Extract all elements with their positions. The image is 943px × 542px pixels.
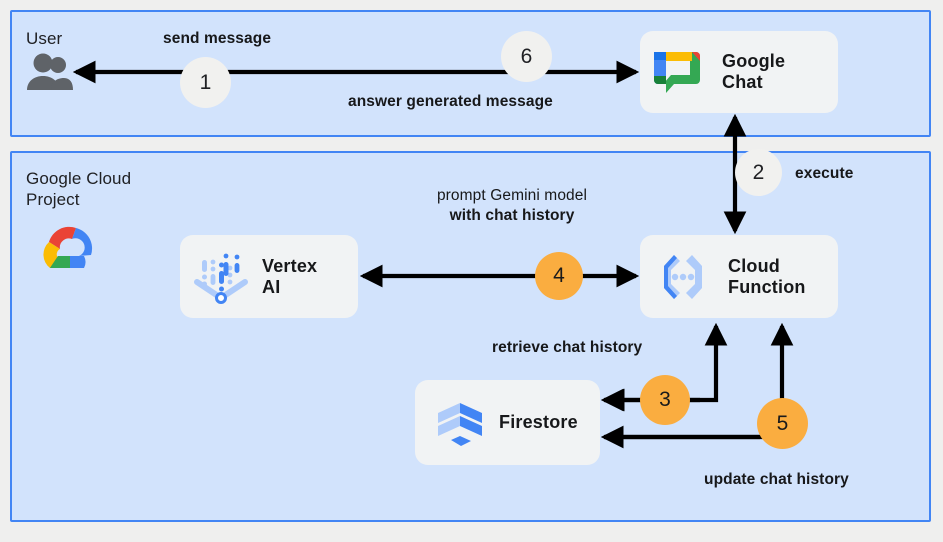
card-vertex-ai-label: Vertex AI xyxy=(262,255,318,297)
step-badge-2: 2 xyxy=(735,149,782,196)
step-badge-6: 6 xyxy=(501,31,552,82)
google-cloud-icon xyxy=(36,222,102,278)
label-send-message: send message xyxy=(163,30,272,47)
label-prompt-gemini: prompt Gemini model with chat history xyxy=(414,186,610,226)
panel-user-title: User xyxy=(26,29,63,48)
card-cloud-function[interactable]: Cloud Function xyxy=(640,235,838,318)
label-update-chat-history: update chat history xyxy=(704,471,849,488)
card-google-chat-label: Google Chat xyxy=(722,51,786,92)
card-google-chat[interactable]: Google Chat xyxy=(640,31,838,113)
label-prompt-line2: with chat history xyxy=(449,207,575,224)
vertex-ai-icon xyxy=(192,248,250,306)
firestore-icon xyxy=(433,396,487,450)
panel-gcp-title: Google Cloud Project xyxy=(26,169,132,209)
label-answer-generated-message: answer generated message xyxy=(348,93,553,110)
label-prompt-line1: prompt Gemini model xyxy=(436,187,588,204)
cloud-function-icon xyxy=(654,248,712,306)
step-badge-4: 4 xyxy=(535,252,583,300)
card-firestore-label: Firestore xyxy=(499,412,578,432)
card-firestore[interactable]: Firestore xyxy=(415,380,600,465)
step-badge-1: 1 xyxy=(180,57,231,108)
label-execute: execute xyxy=(795,165,854,182)
label-retrieve-chat-history: retrieve chat history xyxy=(492,339,643,356)
google-chat-icon xyxy=(652,44,708,100)
users-icon xyxy=(25,52,73,92)
step-badge-5: 5 xyxy=(757,398,808,449)
card-cloud-function-label: Cloud Function xyxy=(728,255,806,297)
card-vertex-ai[interactable]: Vertex AI xyxy=(180,235,358,318)
step-badge-3: 3 xyxy=(640,375,690,425)
